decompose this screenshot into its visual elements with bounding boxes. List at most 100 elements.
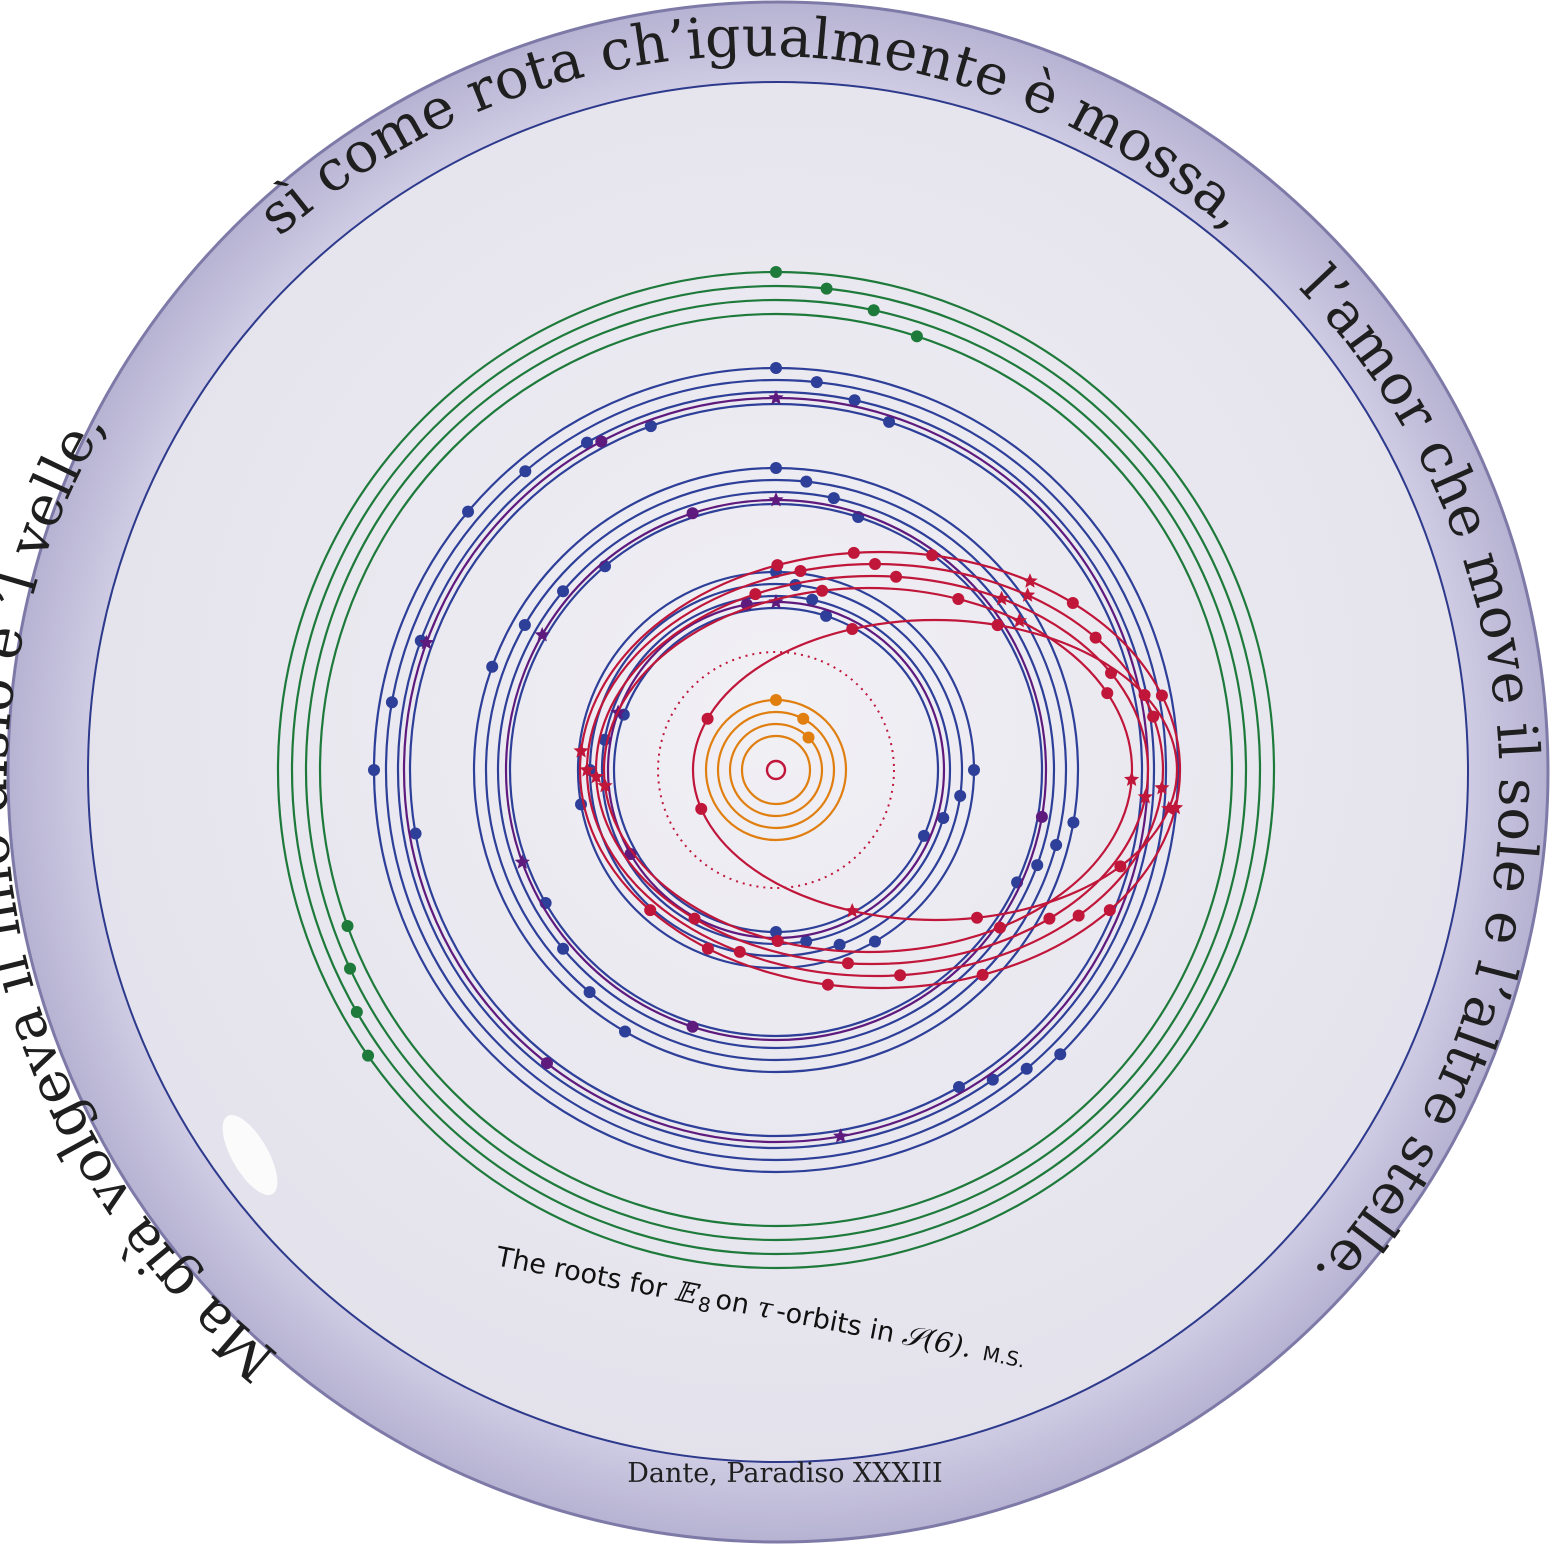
red-ellipse-2-dot	[1089, 631, 1102, 644]
red-ellipse-1	[578, 550, 1182, 990]
red-ellipse-inner-dot	[701, 712, 714, 725]
red-ellipse-inner	[691, 618, 1179, 922]
blue-orbit-group-outer-dot	[462, 505, 475, 518]
red-ellipse-3-star	[994, 590, 1010, 606]
orange-orbit-group-ring	[740, 734, 812, 806]
orange-orbit-group-dot	[802, 731, 815, 744]
blue-orbit-group-middle-dot	[1050, 839, 1063, 852]
red-ellipse-1-dot	[926, 549, 939, 562]
purple-orbit-outer-star	[833, 1128, 849, 1143]
blue-orbit-group-outer-dot	[848, 394, 861, 407]
red-ellipse-1-dot	[1155, 689, 1168, 702]
red-ellipse-2-star	[1154, 780, 1170, 795]
red-ellipse-4-dot	[771, 935, 784, 948]
orange-orbit-group-dot	[797, 712, 810, 725]
red-ellipse-1-dot	[821, 978, 834, 991]
blue-orbit-group-outer-dot	[883, 415, 896, 428]
green-orbit-group-dot	[910, 330, 923, 343]
blue-orbit-group-outer-dot	[409, 827, 422, 840]
blue-orbit-group-middle-dot	[557, 585, 570, 598]
blue-orbit-group-outer-dot	[581, 436, 593, 449]
red-ellipse-4-star	[1124, 771, 1140, 786]
red-ellipse-inner-dot	[991, 619, 1004, 632]
red-ellipse-4-dot	[1101, 687, 1114, 700]
purple-orbit-middle-dot	[686, 507, 699, 520]
red-ellipse-2-dot	[733, 945, 746, 958]
red-ellipse-4-dot	[816, 584, 829, 597]
blue-orbit-group-outer-dot	[519, 465, 532, 478]
red-ellipse-1-dot	[1066, 597, 1079, 610]
red-ellipse-4-star	[1011, 612, 1027, 628]
purple-orbit-outer-dot	[540, 1057, 553, 1070]
red-ellipse-inner-dot	[971, 911, 984, 924]
purple-orbit-middle-star	[534, 627, 550, 642]
blue-orbit-group-inner-dot	[820, 609, 833, 622]
red-ellipse-2-star	[579, 762, 595, 777]
red-ellipse-4-star	[597, 777, 613, 793]
red-ellipse-3-dot	[688, 912, 701, 925]
red-ellipse-3-star	[588, 768, 604, 784]
red-ellipse-3-dot	[841, 957, 854, 970]
red-ellipse-3-dot	[749, 588, 762, 601]
green-orbit-group-dot	[350, 1006, 363, 1018]
blue-orbit-group-middle-dot	[486, 660, 499, 673]
purple-orbit-outer-star	[768, 390, 784, 405]
blue-orbit-group-middle-dot	[583, 986, 596, 999]
green-orbit-group-dot	[820, 282, 833, 295]
blue-orbit-group-middle-dot	[619, 1025, 631, 1038]
orbit-diagram	[276, 266, 1276, 1270]
purple-orbit-middle-dot	[1035, 810, 1048, 823]
blue-orbit-group-outer-dot	[1020, 1062, 1033, 1075]
blue-orbit-group-outer-dot	[368, 764, 380, 776]
blue-orbit-group-inner-dot	[800, 935, 813, 948]
blue-orbit-group-inner-dot	[770, 926, 782, 938]
red-ellipse-2-star	[1020, 587, 1036, 602]
red-ellipse-1-star	[573, 743, 589, 758]
red-ellipse-3-dot	[1043, 912, 1056, 925]
blue-orbit-group-outer-ring	[384, 378, 1168, 1162]
red-ellipse-inner-star	[844, 903, 860, 918]
red-ellipse-3-dot	[890, 570, 903, 583]
green-orbit-group-dot	[341, 919, 354, 932]
purple-orbit-middle-star	[514, 854, 530, 869]
blue-orbit-group-inner-dot	[937, 811, 950, 824]
red-ellipse-inner-dot	[695, 802, 708, 815]
purple-orbit-middle-star	[768, 492, 784, 507]
red-ellipse-1-star	[1022, 573, 1038, 588]
blue-orbit-group-middle-ring	[484, 478, 1068, 1062]
blue-orbit-group-outer-dot	[770, 362, 782, 374]
red-ellipse-4	[602, 586, 1134, 954]
red-ellipse-2-dot	[1072, 909, 1085, 922]
green-orbit-group-ring	[304, 298, 1248, 1242]
blue-orbit-group-middle-dot	[518, 619, 531, 631]
red-ellipse-inner-star	[1161, 800, 1177, 816]
blue-orbit-group-middle-dot	[1031, 859, 1044, 872]
blue-orbit-group-middle-dot	[770, 462, 782, 474]
red-ellipse-2-dot	[894, 969, 907, 982]
blue-orbit-group-middle-ring	[508, 502, 1044, 1038]
plate-highlight	[222, 1115, 278, 1195]
purple-orbit-middle-dot	[686, 1020, 699, 1033]
green-orbit-group-ring	[318, 312, 1234, 1228]
green-orbit-group-dot	[867, 304, 880, 317]
red-ellipse-1-dot	[644, 904, 657, 917]
blue-orbit-group-outer-dot	[986, 1073, 999, 1086]
red-dotted-circle	[657, 651, 895, 889]
blue-orbit-group-inner-dot	[968, 764, 980, 776]
blue-orbit-group-outer-dot	[810, 376, 823, 389]
blue-orbit-group-outer-dot	[385, 696, 398, 709]
caption-group-subscript: 8	[696, 1292, 713, 1318]
blue-orbit-group-outer-dot	[1054, 1048, 1067, 1061]
red-ellipse-inner-dot	[846, 623, 859, 636]
red-ellipse-1-dot	[847, 546, 860, 559]
blue-orbit-group-inner-dot	[917, 829, 930, 842]
blue-orbit-group-outer-dot	[644, 420, 657, 433]
blue-orbit-group-outer-dot	[953, 1080, 965, 1093]
red-ellipse-inner-dot	[1138, 689, 1151, 701]
red-ellipse-inner-dot	[1114, 860, 1127, 873]
red-ellipse-2-dot	[1147, 710, 1160, 723]
red-ellipse-3-star	[1137, 789, 1153, 804]
blue-orbit-group-middle-dot	[557, 942, 570, 955]
green-orbit-group-dot	[770, 266, 782, 278]
